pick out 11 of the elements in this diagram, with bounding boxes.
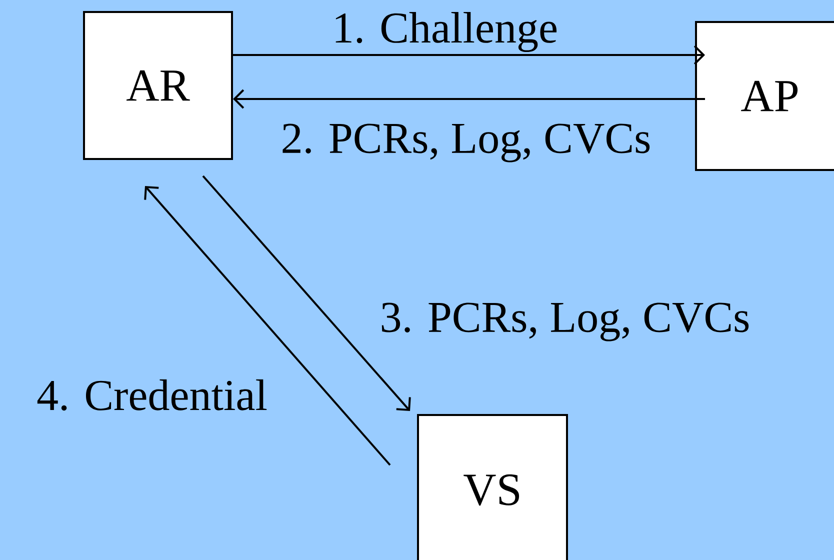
box: AP bbox=[695, 21, 834, 171]
edge-label: 4. Credential bbox=[36, 378, 268, 412]
arrow bbox=[202, 175, 411, 411]
box: AR bbox=[83, 11, 233, 160]
box: VS bbox=[417, 414, 568, 560]
edge-label: 1. Challenge bbox=[330, 10, 560, 53]
edge-label: 3. PCRs, Log, CVCs bbox=[378, 302, 752, 342]
arrow bbox=[144, 186, 391, 466]
edge-label: 2. PCRs, Log, CVCs bbox=[280, 122, 652, 164]
arrow bbox=[233, 45, 705, 65]
arrow bbox=[233, 89, 705, 109]
